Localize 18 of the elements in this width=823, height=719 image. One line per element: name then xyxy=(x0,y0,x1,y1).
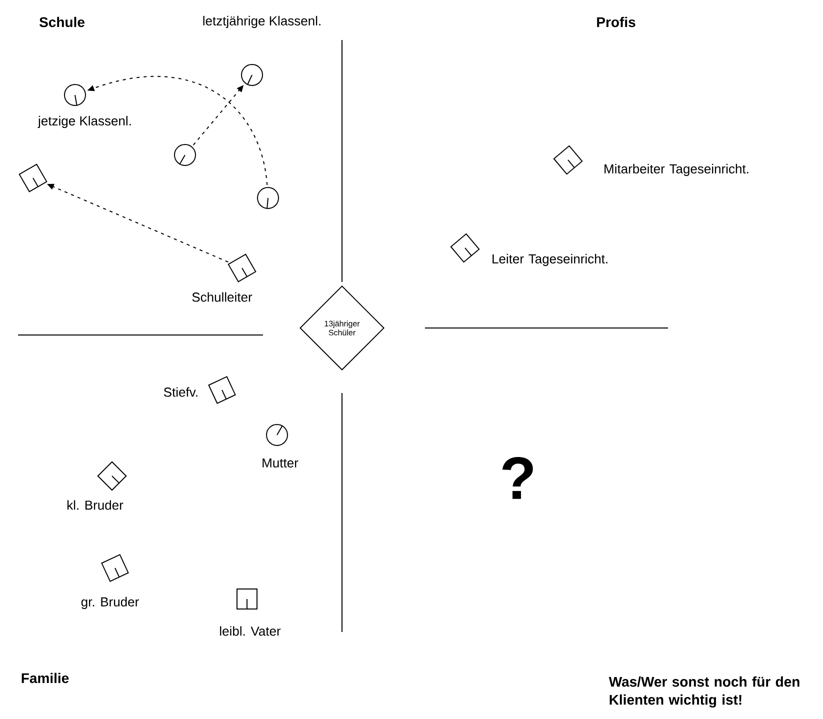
quadrant-heading: Profis xyxy=(597,16,636,28)
question-mark: ? xyxy=(502,457,533,499)
note-text: Was/Wer sonst noch für den Klienten wichtig ist! xyxy=(608,676,800,708)
person-label: Schulleiter xyxy=(192,292,252,302)
person-label: gr. Bruder xyxy=(81,596,139,610)
quadrant-heading: Schule xyxy=(39,16,84,28)
person-label: Stiefv. xyxy=(164,387,198,397)
person-symbol xyxy=(18,164,48,192)
person-label: jetzige Klassenl. xyxy=(38,116,131,128)
person-label: letztjährige Klassenl. xyxy=(203,16,320,28)
person-symbol xyxy=(257,186,279,209)
person-label: Mutter xyxy=(262,458,298,468)
person-label: leibl. Vater xyxy=(220,626,281,636)
person-label: Mitarbeiter Tageseinricht. xyxy=(604,164,748,176)
person-label: kl. Bruder xyxy=(67,500,124,510)
quadrant-heading: Familie xyxy=(22,672,69,684)
person-label: Leiter Tageseinricht. xyxy=(492,254,608,266)
person-symbol xyxy=(174,144,196,166)
